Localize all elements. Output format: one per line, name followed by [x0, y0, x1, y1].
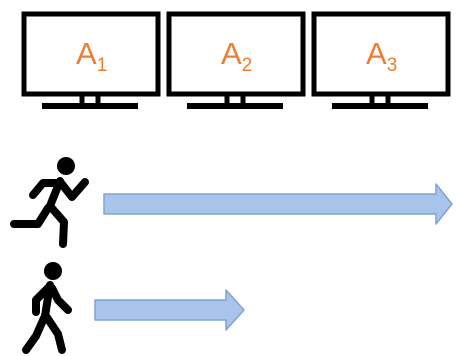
long-arrow — [103, 183, 453, 225]
walking-person-icon — [22, 262, 72, 354]
monitor-2 — [166, 11, 306, 109]
monitor-1-label: A1 — [76, 36, 107, 75]
short-arrow — [94, 289, 245, 331]
monitor-3-letter: A — [366, 36, 387, 71]
running-person-icon — [10, 157, 89, 248]
monitor-1-letter: A — [76, 36, 97, 71]
monitor-2-label: A2 — [221, 36, 252, 75]
monitor-2-index: 2 — [241, 55, 253, 76]
monitor-1-index: 1 — [96, 55, 108, 76]
monitor-3 — [311, 11, 451, 109]
monitor-1 — [21, 11, 161, 109]
monitor-3-index: 3 — [386, 55, 398, 76]
monitor-2-letter: A — [221, 36, 242, 71]
monitor-3-label: A3 — [366, 36, 397, 75]
